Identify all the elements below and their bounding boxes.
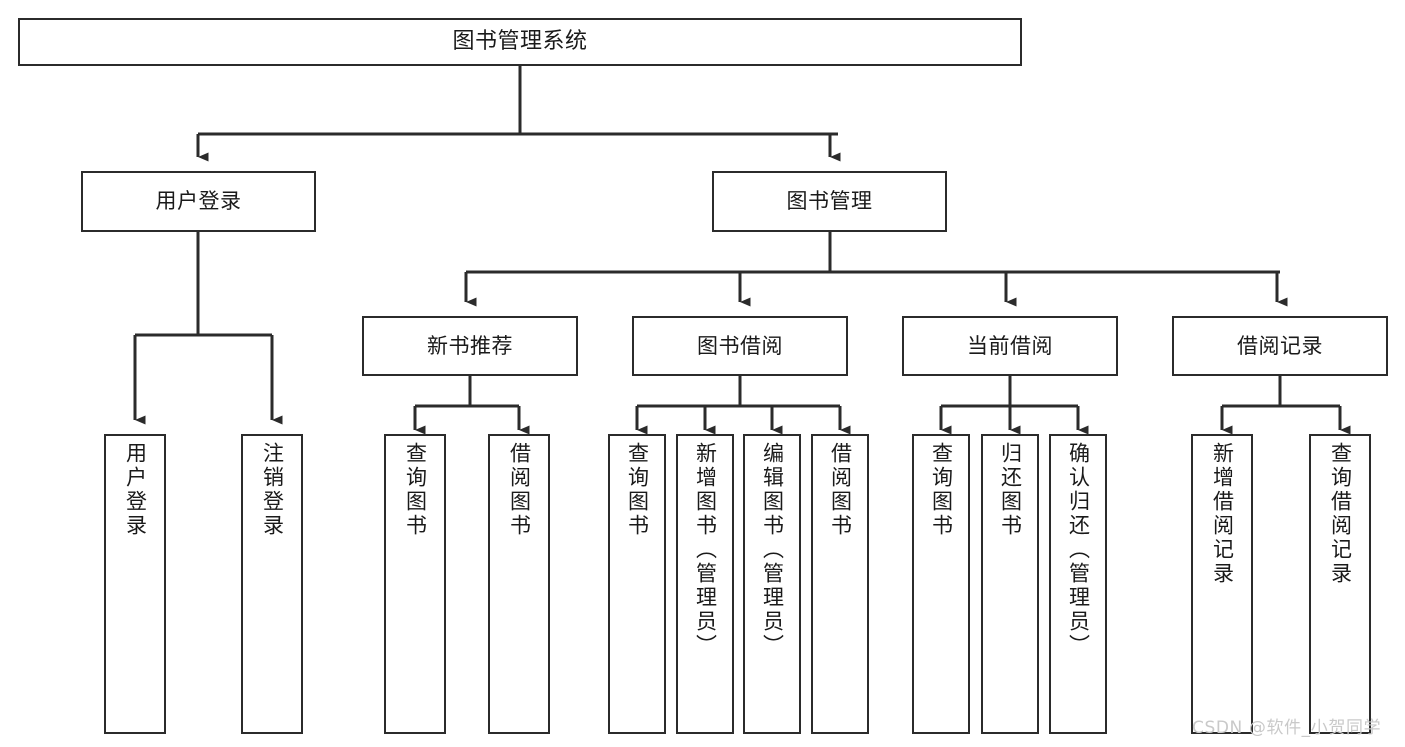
node-book-management[interactable]: 图书管理 [712, 171, 947, 232]
node-label: 借阅记录 [1237, 333, 1323, 358]
node-label: 用户登录 [155, 189, 242, 214]
node-label: 新书推荐 [427, 333, 513, 358]
node-book-borrow[interactable]: 图书借阅 [632, 316, 848, 376]
node-label: 查询图书 [929, 442, 954, 538]
node-leaf-add-borrow-record[interactable]: 新增借阅记录 [1191, 434, 1253, 734]
watermark-csdn: CSDN @软件_小贺同学 [1192, 718, 1382, 738]
node-root-library-management-system[interactable]: 图书管理系统 [18, 18, 1022, 66]
node-leaf-query-book-borrow[interactable]: 查询图书 [608, 434, 666, 734]
node-label: 当前借阅 [967, 333, 1053, 358]
node-label: 注销登录 [260, 442, 285, 538]
node-leaf-edit-book-admin[interactable]: 编辑图书（管理员） [743, 434, 801, 734]
node-new-book-recommend[interactable]: 新书推荐 [362, 316, 578, 376]
node-label: 借阅图书 [828, 442, 853, 538]
node-current-borrow[interactable]: 当前借阅 [902, 316, 1118, 376]
node-label: 图书管理系统 [452, 29, 588, 55]
node-label: 借阅图书 [507, 442, 532, 538]
node-label: 用户登录 [123, 442, 148, 538]
node-user-login[interactable]: 用户登录 [81, 171, 316, 232]
node-leaf-user-login[interactable]: 用户登录 [104, 434, 166, 734]
node-leaf-query-book-recommend[interactable]: 查询图书 [384, 434, 446, 734]
node-label: 查询图书 [403, 442, 428, 538]
node-label: 图书借阅 [697, 333, 783, 358]
node-leaf-confirm-return-admin[interactable]: 确认归还（管理员） [1049, 434, 1107, 734]
node-leaf-add-book-admin[interactable]: 新增图书（管理员） [676, 434, 734, 734]
node-leaf-return-book[interactable]: 归还图书 [981, 434, 1039, 734]
node-label: 新增图书（管理员） [693, 442, 718, 658]
node-label: 确认归还（管理员） [1066, 442, 1091, 658]
node-leaf-borrow-book[interactable]: 借阅图书 [811, 434, 869, 734]
node-label: 编辑图书（管理员） [760, 442, 785, 658]
node-borrow-record[interactable]: 借阅记录 [1172, 316, 1388, 376]
node-leaf-borrow-book-recommend[interactable]: 借阅图书 [488, 434, 550, 734]
node-label: 归还图书 [998, 442, 1023, 538]
node-leaf-query-book-current[interactable]: 查询图书 [912, 434, 970, 734]
node-label: 查询图书 [625, 442, 650, 538]
node-label: 查询借阅记录 [1328, 442, 1353, 586]
node-label: 图书管理 [786, 189, 873, 214]
node-leaf-logout[interactable]: 注销登录 [241, 434, 303, 734]
node-label: 新增借阅记录 [1210, 442, 1235, 586]
node-leaf-query-borrow-record[interactable]: 查询借阅记录 [1309, 434, 1371, 734]
